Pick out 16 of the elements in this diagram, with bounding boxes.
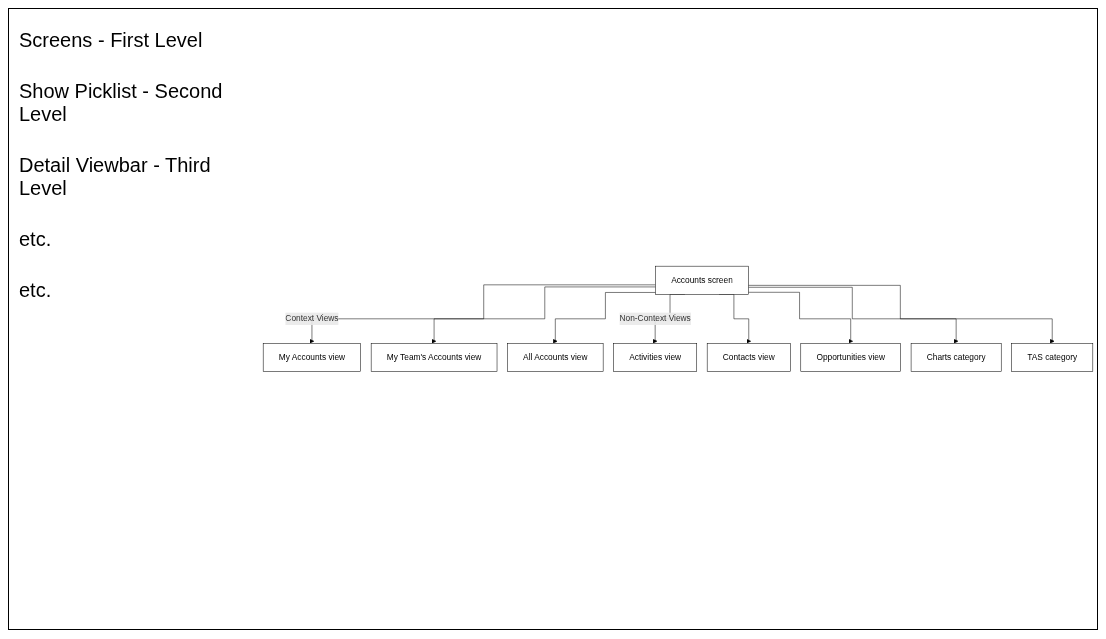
level-label: etc. bbox=[19, 279, 53, 302]
node-box: Charts category bbox=[910, 343, 1002, 372]
level-label: Screens - First Level bbox=[19, 29, 204, 52]
node-box: My Team's Accounts view bbox=[370, 343, 498, 372]
node-box: Contacts view bbox=[706, 343, 791, 372]
node-box: My Accounts view bbox=[262, 343, 361, 372]
node-box: Activities view bbox=[613, 343, 697, 372]
node-box: All Accounts view bbox=[507, 343, 604, 372]
level-label: Show Picklist - Second Level bbox=[19, 80, 224, 126]
edge-label: Non-Context Views bbox=[619, 314, 691, 324]
node-box: Accounts screen bbox=[655, 266, 749, 295]
edge-label: Context Views bbox=[285, 314, 339, 324]
level-label: etc. bbox=[19, 228, 53, 251]
node-box: TAS category bbox=[1011, 343, 1094, 372]
node-box: Opportunities view bbox=[800, 343, 901, 372]
level-label: Detail Viewbar - Third Level bbox=[19, 154, 212, 200]
